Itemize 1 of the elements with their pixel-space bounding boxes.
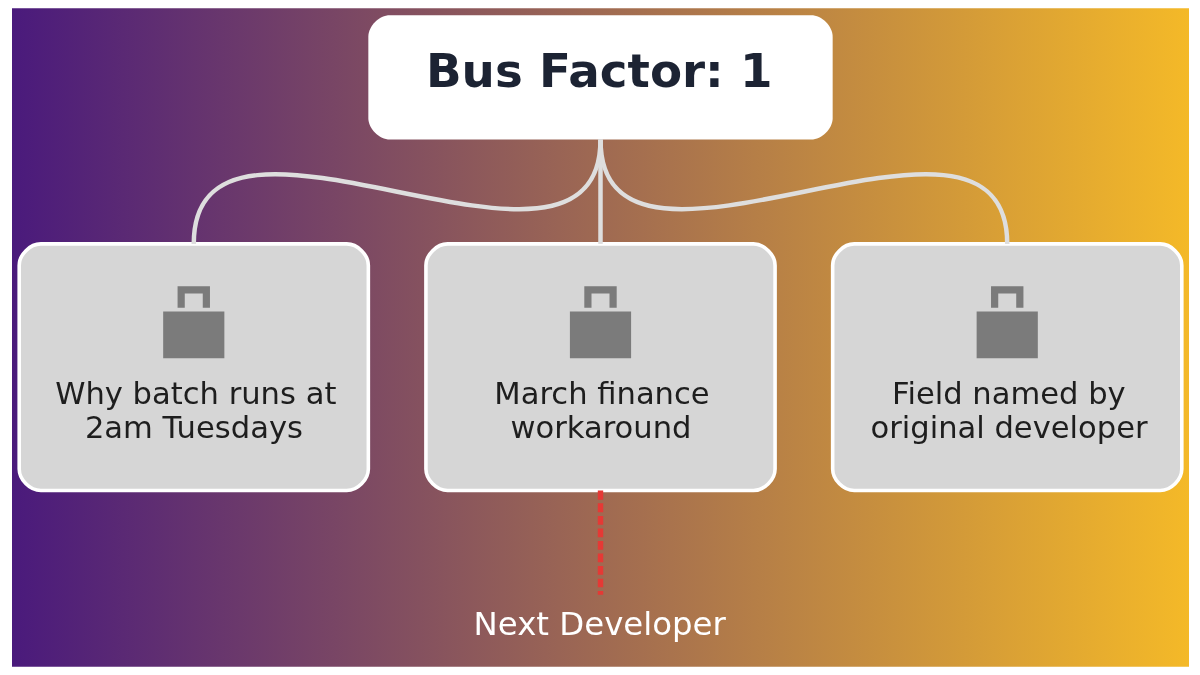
node-text: Next Developer: [473, 605, 726, 644]
